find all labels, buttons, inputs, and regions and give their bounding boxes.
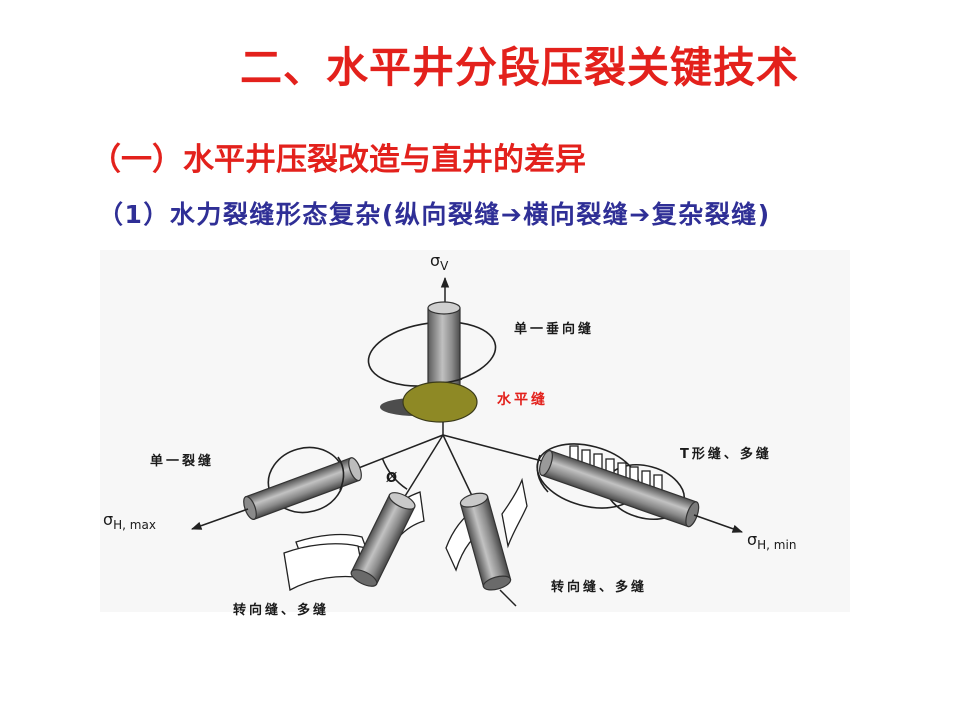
slide-title: 二、水平井分段压裂关键技术 — [240, 43, 800, 92]
turning-left-cylinder-top — [388, 492, 416, 510]
label-single-fracture: 单一裂缝 — [150, 453, 214, 469]
angle-arc — [381, 458, 408, 490]
angle-label: Ø — [386, 471, 397, 486]
single-fracture-wellbore — [243, 457, 362, 521]
sigma-hmin-label: σH, min — [747, 530, 796, 552]
sigma-v-subscript: V — [440, 259, 449, 273]
label-t-fracture-multi: T形缝、多缝 — [680, 446, 772, 462]
fracture-morphology-diagram: σV σH, max Ø — [100, 250, 850, 618]
turning-right-cylinder-cap — [482, 575, 512, 591]
line-to-turning-fracture-right — [442, 434, 475, 501]
turning-fracture-left-wellbore — [350, 492, 416, 587]
turning-right-cylinder-top — [459, 492, 489, 508]
t-fracture-loop-front — [536, 454, 549, 493]
line-to-single-fracture — [355, 434, 444, 470]
label-horizontal-fracture: 水平缝 — [497, 391, 548, 408]
label-single-vertical-fracture: 单一垂向缝 — [514, 321, 594, 337]
sigma-hmin-arrow — [693, 514, 743, 533]
sigma-hmin-subscript: H, min — [757, 538, 796, 552]
slide-point-1: （1）水力裂缝形态复杂(纵向裂缝➔横向裂缝➔复杂裂缝) — [98, 200, 771, 229]
turning-fracture-right-wellbore — [459, 492, 512, 591]
sigma-hmax-subscript: H, max — [113, 518, 156, 532]
sigma-hmax-arrow — [191, 508, 249, 530]
label-turning-fracture-left: 转向缝、多缝 — [233, 602, 329, 618]
single-fracture-cylinder-end — [348, 457, 362, 482]
turning-fracture-right-tail — [499, 589, 517, 607]
t-fracture-cylinder-cap — [539, 450, 553, 476]
horizontal-fracture — [402, 381, 478, 423]
sigma-hmin-symbol: σ — [747, 530, 757, 549]
line-to-t-fracture — [442, 434, 547, 463]
t-fracture-wellbore — [539, 449, 700, 528]
sigma-hmax-label: σH, max — [103, 510, 156, 532]
turning-left-cylinder-cap — [350, 569, 378, 587]
vertical-wellbore-top — [427, 301, 461, 315]
turning-fracture-right-wing-right — [501, 477, 528, 549]
label-turning-fracture-right: 转向缝、多缝 — [551, 579, 647, 595]
line-to-turning-fracture-left — [401, 434, 444, 502]
sigma-v-label: σV — [430, 251, 449, 273]
sigma-hmax-symbol: σ — [103, 510, 113, 529]
sigma-v-symbol: σ — [430, 251, 440, 270]
single-fracture-loop-front — [337, 456, 345, 491]
slide-subtitle: （一）水平井压裂改造与直井的差异 — [90, 142, 586, 178]
